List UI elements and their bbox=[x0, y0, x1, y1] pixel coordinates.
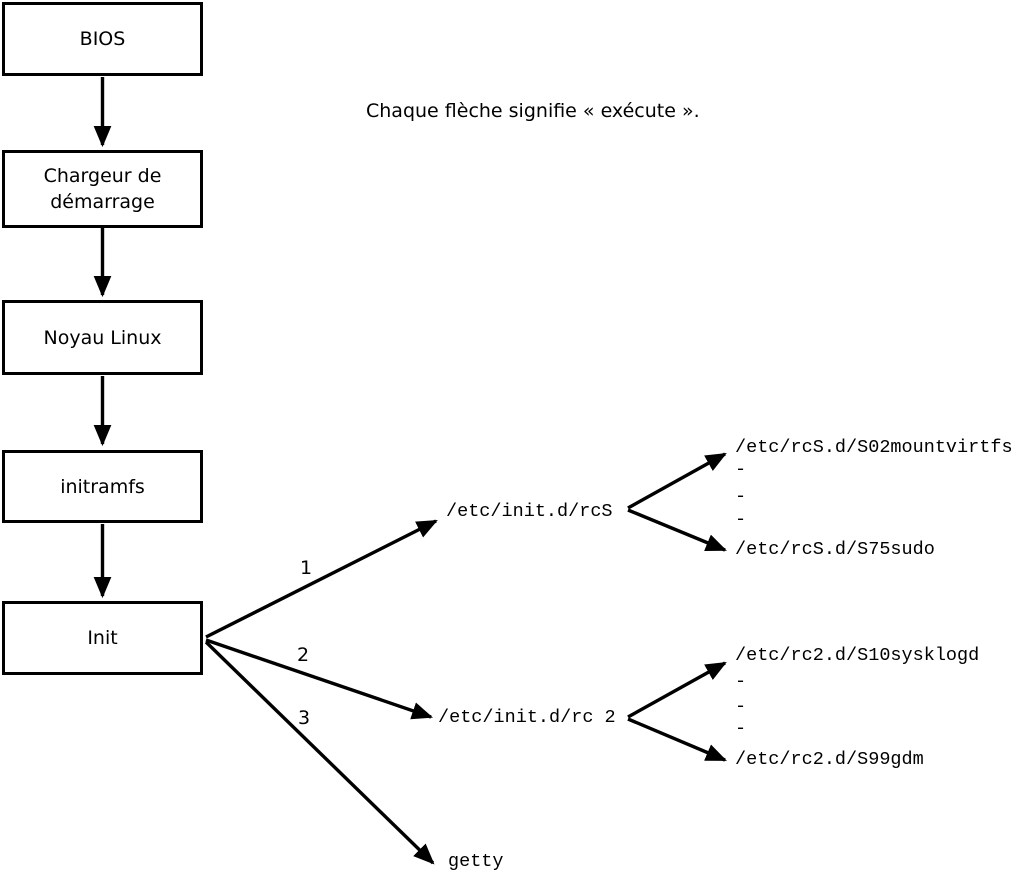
ellipsis-dash: - bbox=[735, 509, 747, 530]
node-initramfs-label: initramfs bbox=[60, 475, 145, 498]
branch-number-2: 2 bbox=[297, 644, 310, 666]
arrow-init-to-rc2 bbox=[205, 638, 433, 720]
arrow-rcs-to-s02mountvirtfs bbox=[627, 452, 727, 510]
arrow-init-to-rcs bbox=[205, 519, 438, 639]
ellipsis-dash: - bbox=[735, 671, 747, 692]
arrow-rc2-to-s99gdm bbox=[627, 717, 727, 762]
node-bios-label: BIOS bbox=[79, 28, 126, 50]
label-rc2-d-s99gdm: /etc/rc2.d/S99gdm bbox=[735, 749, 924, 770]
ellipsis-dash: - bbox=[735, 696, 747, 717]
branch-number-3: 3 bbox=[298, 707, 311, 729]
node-init: Init bbox=[2, 601, 203, 675]
node-init-label: Init bbox=[87, 627, 118, 649]
label-init-d-rc2: /etc/init.d/rc 2 bbox=[438, 707, 616, 728]
ellipsis-dash: - bbox=[735, 486, 747, 507]
label-rcs-d-s02mountvirtfs: /etc/rcS.d/S02mountvirtfs bbox=[735, 437, 1013, 458]
arrow-init-to-getty bbox=[204, 640, 435, 865]
node-kernel: Noyau Linux bbox=[2, 300, 203, 375]
node-bootloader: Chargeur de démarrage bbox=[2, 150, 203, 228]
label-rc2-d-s10sysklogd: /etc/rc2.d/S10sysklogd bbox=[735, 645, 980, 666]
node-initramfs: initramfs bbox=[2, 450, 203, 523]
node-bios: BIOS bbox=[2, 2, 203, 76]
ellipsis-dash: - bbox=[735, 459, 747, 480]
branch-number-1: 1 bbox=[300, 557, 313, 579]
arrow-rc2-to-s10sysklogd bbox=[627, 661, 727, 719]
node-kernel-label: Noyau Linux bbox=[43, 326, 162, 349]
arrow-rcs-to-s75sudo bbox=[627, 508, 727, 552]
ellipsis-dash: - bbox=[735, 718, 747, 739]
label-rcs-d-s75sudo: /etc/rcS.d/S75sudo bbox=[735, 539, 935, 560]
node-bootloader-label: Chargeur de démarrage bbox=[43, 165, 162, 213]
label-init-d-rcs: /etc/init.d/rcS bbox=[446, 501, 613, 522]
legend-note: Chaque flèche signifie « exécute ». bbox=[366, 100, 700, 122]
label-getty: getty bbox=[448, 851, 504, 872]
